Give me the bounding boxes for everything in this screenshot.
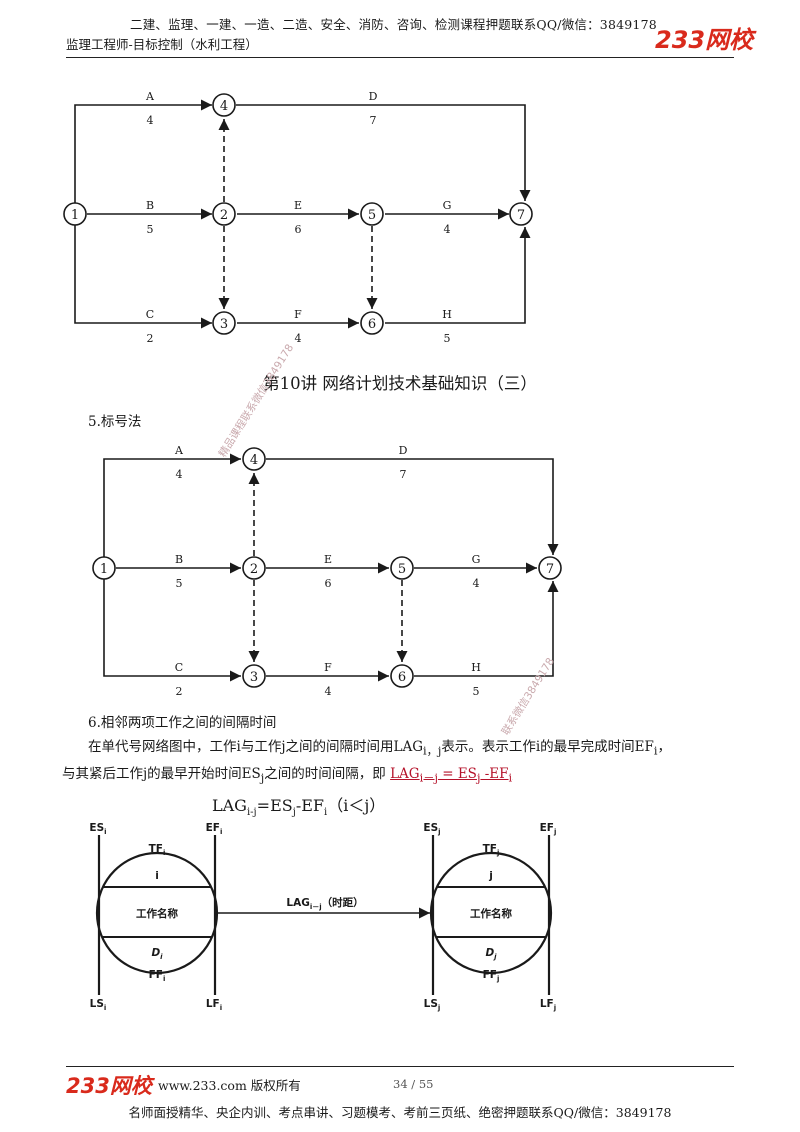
node-2-label: 2 [220, 208, 228, 223]
activity-e-name: E [324, 553, 332, 566]
activity-h-duration: 5 [444, 332, 451, 345]
activity-e-name: E [294, 199, 302, 212]
arrow-h [385, 227, 531, 324]
activity-c-duration: 2 [176, 685, 183, 698]
activity-b-name: B [146, 199, 154, 212]
activity-f-duration: 4 [295, 332, 302, 345]
activity-f-name: F [324, 661, 332, 674]
es-j-label: ESj [423, 822, 440, 836]
node-1 [63, 202, 87, 226]
work-node-j [429, 851, 553, 975]
ff-i-label: FFi [149, 969, 166, 983]
body-paragraph-line-2: 与其紧后工作j的最早开始时间ESj之间的时间间隔，即 LAGi－j = ESj … [62, 766, 513, 785]
activity-c-name: C [146, 308, 154, 321]
tf-j-label: TFj [483, 843, 500, 857]
node-6-label: 6 [368, 317, 376, 332]
node-5 [360, 202, 384, 226]
ff-j-label: FFj [483, 969, 500, 983]
node-2-label: 2 [250, 562, 258, 577]
ls-j-label: LSj [424, 998, 441, 1012]
footer-promo: 名师面授精华、央企内训、考点串讲、习题模考、考前三页纸、绝密押题联系QQ/微信：… [128, 1105, 672, 1120]
lag-definition-highlight: LAGi－j = ESj -EFi [390, 766, 513, 785]
activity-e-duration: 6 [295, 223, 302, 236]
activity-d-name: D [369, 90, 378, 103]
activity-c-duration: 2 [147, 332, 154, 345]
node-4 [212, 93, 236, 117]
arrow-a [74, 99, 212, 203]
activity-g-name: G [472, 553, 481, 566]
node-7-label: 7 [546, 562, 554, 577]
node-5-label: 5 [398, 562, 406, 577]
header-divider [66, 57, 734, 58]
activity-g-duration: 4 [473, 577, 480, 590]
tf-i-label: TFi [149, 843, 166, 857]
course-title: 监理工程师-目标控制（水利工程） [66, 37, 258, 52]
activity-b-name: B [175, 553, 183, 566]
node-3 [212, 311, 236, 335]
lecture-title: 第10讲 网络计划技术基础知识（三） [263, 374, 537, 393]
activity-h-duration: 5 [473, 685, 480, 698]
arrow-d [236, 104, 531, 201]
node-1-label: 1 [100, 562, 108, 577]
activity-c-name: C [175, 661, 183, 674]
ef-i-label: EFi [206, 822, 223, 836]
index-j-label: j [488, 870, 493, 882]
brand-logo: 233网校 [655, 26, 754, 54]
activity-a-duration: 4 [176, 468, 183, 481]
activity-d-duration: 7 [370, 114, 377, 127]
page-number: 34 / 55 [393, 1077, 434, 1091]
activity-b-duration: 5 [176, 577, 183, 590]
d-i-label: Di [151, 947, 163, 961]
activity-f-duration: 4 [325, 685, 332, 698]
footer-divider [66, 1066, 734, 1067]
activity-d-name: D [399, 444, 408, 457]
node-interval-diagram: ESi EFi LSi LFi TFi i 工作名称 Di FFi ESj EF… [89, 822, 557, 1012]
footer-site: www.233.com 版权所有 [158, 1078, 301, 1093]
network-diagram-labeled: 1 2 3 4 5 6 7 A 4 B 5 C 2 D 7 E 6 F 4 G … [92, 444, 562, 698]
activity-b-duration: 5 [147, 223, 154, 236]
activity-a-name: A [145, 90, 155, 103]
arrow-c [74, 225, 212, 329]
node-5-label: 5 [368, 208, 376, 223]
header-promo: 二建、监理、一建、一造、二造、安全、消防、咨询、检测课程押题联系QQ/微信：38… [130, 17, 657, 32]
activity-g-name: G [443, 199, 452, 212]
node-1-label: 1 [71, 208, 79, 223]
node-2 [212, 202, 236, 226]
network-diagram-top: 1 2 3 4 5 6 7 A 4 B 5 C 2 D 7 E 6 F 4 G … [63, 90, 533, 345]
ef-j-label: EFj [540, 822, 557, 836]
activity-a-name: A [174, 444, 184, 457]
section-heading-6: 6.相邻两项工作之间的间隔时间 [88, 715, 277, 731]
node-7-label: 7 [517, 208, 525, 223]
body-paragraph-line-1: 在单代号网络图中，工作i与工作j之间的间隔时间用LAGi，j表示。表示工作i的最… [88, 739, 672, 758]
activity-a-duration: 4 [147, 114, 154, 127]
activity-d-duration: 7 [400, 468, 407, 481]
node-4-label: 4 [250, 453, 258, 468]
lag-link-label: LAGi－j（时距） [286, 896, 363, 911]
ls-i-label: LSi [90, 998, 107, 1012]
activity-f-name: F [294, 308, 302, 321]
d-j-label: Dj [485, 947, 497, 961]
lf-j-label: LFj [540, 998, 556, 1012]
lag-formula: LAGi-j=ESj-EFi（i＜j） [212, 796, 386, 819]
node-6-label: 6 [398, 670, 406, 685]
node-7 [509, 202, 533, 226]
activity-e-duration: 6 [325, 577, 332, 590]
section-heading-5: 5.标号法 [88, 414, 142, 430]
activity-h-name: H [442, 308, 452, 321]
node-4-label: 4 [220, 99, 228, 114]
activity-g-duration: 4 [444, 223, 451, 236]
es-i-label: ESi [89, 822, 106, 836]
node-6 [360, 311, 384, 335]
work-name-j: 工作名称 [470, 907, 512, 920]
activity-h-name: H [471, 661, 481, 674]
node-3-label: 3 [220, 317, 228, 332]
index-i-label: i [155, 870, 159, 882]
lf-i-label: LFi [206, 998, 222, 1012]
footer-logo: 233网校 [66, 1074, 152, 1098]
work-name-i: 工作名称 [136, 907, 178, 920]
node-3-label: 3 [250, 670, 258, 685]
